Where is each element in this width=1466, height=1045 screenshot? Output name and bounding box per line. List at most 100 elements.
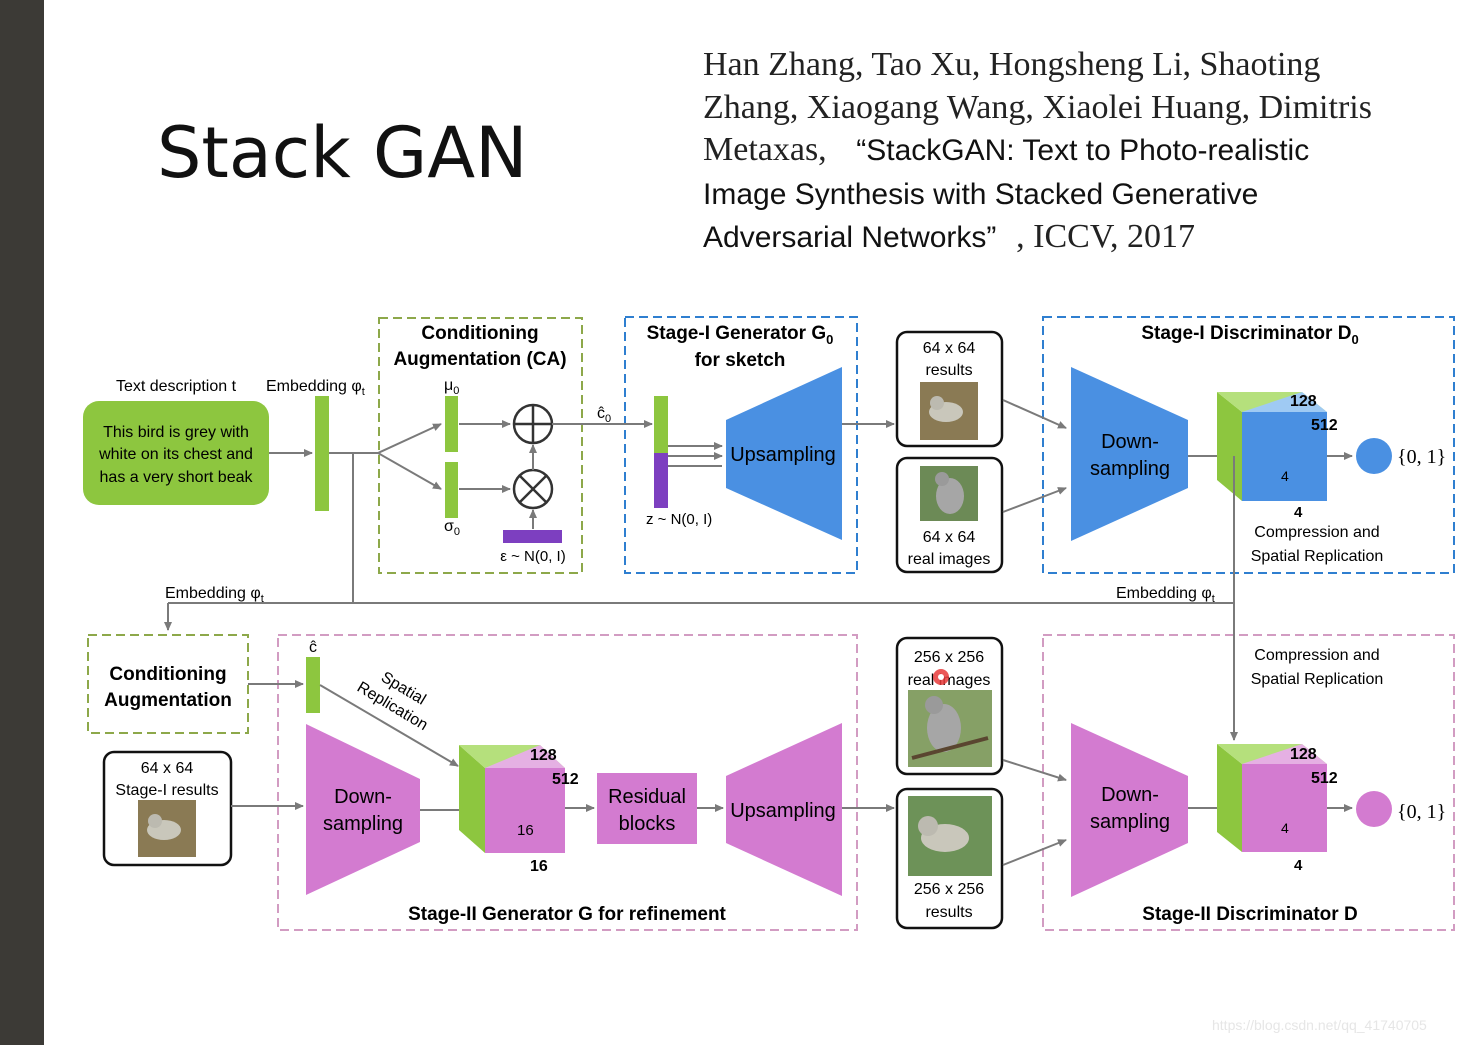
g0-title-line-1: Stage-I Generator G0 <box>647 323 834 347</box>
d-compression-line-1: Compression and <box>1254 647 1379 664</box>
epsilon-label: ε ~ N(0, I) <box>500 548 565 565</box>
d-dim-4a: 4 <box>1281 820 1289 836</box>
text-description-line-3: has a very short beak <box>100 469 254 486</box>
stage2-gen-down-line-2: sampling <box>323 813 403 835</box>
res256-line-2: results <box>925 904 972 921</box>
stage1-upsampling-block <box>726 367 842 540</box>
real256-line-1: 256 x 256 <box>914 649 984 666</box>
citation-authors-3: Metaxas, <box>703 131 827 168</box>
mu-bar <box>445 396 458 452</box>
d0-compression-line-2: Spatial Replication <box>1251 548 1384 565</box>
real-bird-256-image <box>908 690 992 767</box>
stage1-output-node <box>1356 438 1392 474</box>
cursor-dot-icon <box>933 669 949 685</box>
g-dim-128: 128 <box>530 747 557 764</box>
d-compression-line-2: Spatial Replication <box>1251 671 1384 688</box>
residual-line-1: Residual <box>608 786 686 808</box>
stage1-results-input-line-2: Stage-I results <box>115 782 218 799</box>
citation-venue: , ICCV, 2017 <box>1016 218 1195 255</box>
text-description-line-1: This bird is grey with <box>103 424 249 441</box>
d-dim-512: 512 <box>1311 770 1338 787</box>
embedding-bar <box>315 396 329 511</box>
mu-label: μ0 <box>444 377 459 397</box>
slide-title: Stack GAN <box>157 112 528 194</box>
stage2-disc-downsampling-block <box>1071 723 1188 897</box>
citation-paper-title-1: “StackGAN: Text to Photo-realistic <box>856 134 1310 167</box>
d0-dim-512: 512 <box>1311 417 1338 434</box>
embedding-right-label: Embedding φt <box>1116 585 1215 605</box>
z-noise-bar <box>654 453 668 508</box>
stage1-results-input-line-1: 64 x 64 <box>141 760 194 777</box>
d-title: Stage-II Discriminator D <box>1142 904 1357 925</box>
multiply-operator-icon <box>512 468 554 510</box>
epsilon-bar <box>503 530 562 543</box>
stage1-feature-cube <box>1217 392 1327 501</box>
watermark: https://blog.csdn.net/qq_41740705 <box>1212 1017 1427 1033</box>
g-dim-16a: 16 <box>517 822 534 839</box>
real64-line-2: real images <box>908 551 991 568</box>
g0-title-line-2: for sketch <box>695 350 786 371</box>
c0-vector-bar <box>654 396 668 453</box>
g-dim-512: 512 <box>552 771 579 788</box>
c-hat-bar <box>306 657 320 713</box>
d0-dim-4a: 4 <box>1281 468 1289 484</box>
sigma-bar <box>445 462 458 518</box>
stage2-gen-feature-cube <box>459 745 565 853</box>
stage2-output-label: {0, 1} <box>1397 801 1446 823</box>
stage1-downsampling-block <box>1071 367 1188 541</box>
real256-line-2: real images <box>908 672 991 689</box>
left-dark-bar <box>0 0 44 1045</box>
residual-line-2: blocks <box>619 813 676 835</box>
citation-paper-title-3: Adversarial Networks” <box>703 221 997 254</box>
c-hat-label: ĉ <box>309 639 317 656</box>
ca2-line-2: Augmentation <box>104 690 232 711</box>
c0-hat-label: ĉ0 <box>597 405 611 425</box>
stage2-generator-border <box>277 634 858 931</box>
sigma-label: σ0 <box>444 518 460 538</box>
stage1-upsampling-label: Upsampling <box>730 444 836 466</box>
stage2-discriminator-border <box>1042 634 1455 931</box>
d0-dim-128: 128 <box>1290 393 1317 410</box>
stage1-bird-thumbnail-image <box>138 800 196 857</box>
stage2-upsampling-label: Upsampling <box>730 800 836 822</box>
d0-title: Stage-I Discriminator D0 <box>1141 323 1358 347</box>
plus-operator-icon <box>512 403 554 445</box>
text-description-box <box>83 401 269 505</box>
stage1-generator-border <box>624 316 858 574</box>
d-dim-128: 128 <box>1290 746 1317 763</box>
g-dim-16b: 16 <box>530 858 548 875</box>
embedding-left-label: Embedding φt <box>165 585 264 605</box>
embedding-label: Embedding φt <box>266 378 365 398</box>
text-description-line-2: white on its chest and <box>98 446 253 463</box>
ca-title-line-1: Conditioning <box>421 323 538 344</box>
text-description-label: Text description t <box>116 378 237 395</box>
generated-bird-64-image <box>920 382 978 440</box>
stage1-down-line-1: Down- <box>1101 431 1159 453</box>
z-noise-label: z ~ N(0, I) <box>646 511 712 528</box>
stage2-disc-down-line-1: Down- <box>1101 784 1159 806</box>
stage2-disc-feature-cube <box>1217 744 1327 852</box>
stage2-disc-down-line-2: sampling <box>1090 811 1170 833</box>
stage2-upsampling-block <box>726 723 842 896</box>
citation-authors-1: Han Zhang, Tao Xu, Hongsheng Li, Shaotin… <box>703 46 1321 83</box>
d-dim-4b: 4 <box>1294 857 1303 874</box>
stage1-down-line-2: sampling <box>1090 458 1170 480</box>
res64-line-2: results <box>925 362 972 379</box>
res256-line-1: 256 x 256 <box>914 881 984 898</box>
citation-paper-title-2: Image Synthesis with Stacked Generative <box>703 177 1259 211</box>
ca-title-line-2: Augmentation (CA) <box>393 349 566 370</box>
stage2-gen-downsampling-block <box>306 724 420 895</box>
ca2-line-1: Conditioning <box>109 664 226 685</box>
residual-blocks <box>597 773 697 844</box>
real64-line-1: 64 x 64 <box>923 529 976 546</box>
real-bird-64-image <box>920 466 978 521</box>
g-title: Stage-II Generator G for refinement <box>408 904 726 925</box>
citation: Han Zhang, Tao Xu, Hongsheng Li, Shaotin… <box>703 44 1433 260</box>
d0-dim-4b: 4 <box>1294 504 1303 521</box>
d0-compression-line-1: Compression and <box>1254 524 1379 541</box>
generated-bird-256-image <box>908 796 992 876</box>
ca-group-border <box>378 317 583 574</box>
stage2-output-node <box>1356 791 1392 827</box>
res64-line-1: 64 x 64 <box>923 340 976 357</box>
